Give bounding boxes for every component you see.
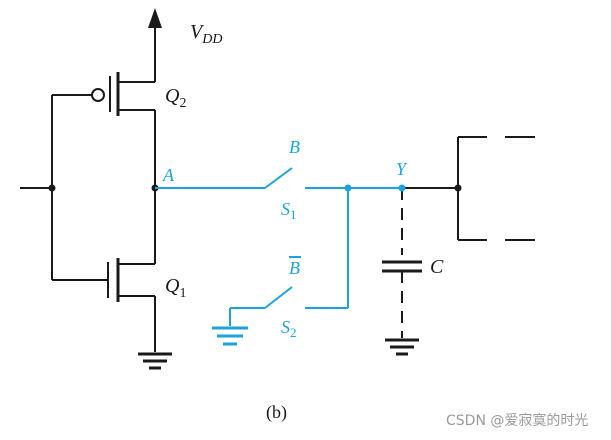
node-a-label: A: [162, 165, 175, 185]
input-wiring: [20, 95, 56, 280]
nmos-transistor-q1: [52, 258, 156, 352]
capacitor-label: C: [430, 256, 444, 278]
vdd-arrow-icon: [148, 8, 162, 82]
pmos-transistor-q2: [52, 72, 155, 116]
capacitor-c: [382, 188, 422, 338]
ground-icon: [138, 352, 172, 370]
q2-label: Q2: [165, 85, 186, 111]
node-y-junction-dot: [398, 184, 406, 192]
node-y-label: Y: [396, 159, 408, 179]
vdd-label: VDD: [190, 21, 222, 47]
ground-icon: [212, 326, 248, 346]
output-load-wiring: [402, 136, 535, 241]
switch-s1: [155, 167, 402, 189]
s2-label: S2: [281, 317, 297, 340]
switch2-control-label: B: [289, 258, 300, 278]
s1-label: S1: [281, 199, 297, 222]
switch-s2: [229, 188, 349, 326]
input-junction-dot: [48, 184, 56, 192]
ground-icon: [385, 338, 419, 356]
csdn-watermark: CSDN @爱寂寞的时光: [446, 413, 588, 429]
q1-label: Q1: [165, 275, 186, 301]
figure-caption: (b): [266, 402, 287, 423]
switch1-control-label: B: [289, 137, 300, 157]
switch-network: [155, 167, 406, 346]
cmos-inverter: [20, 8, 535, 370]
